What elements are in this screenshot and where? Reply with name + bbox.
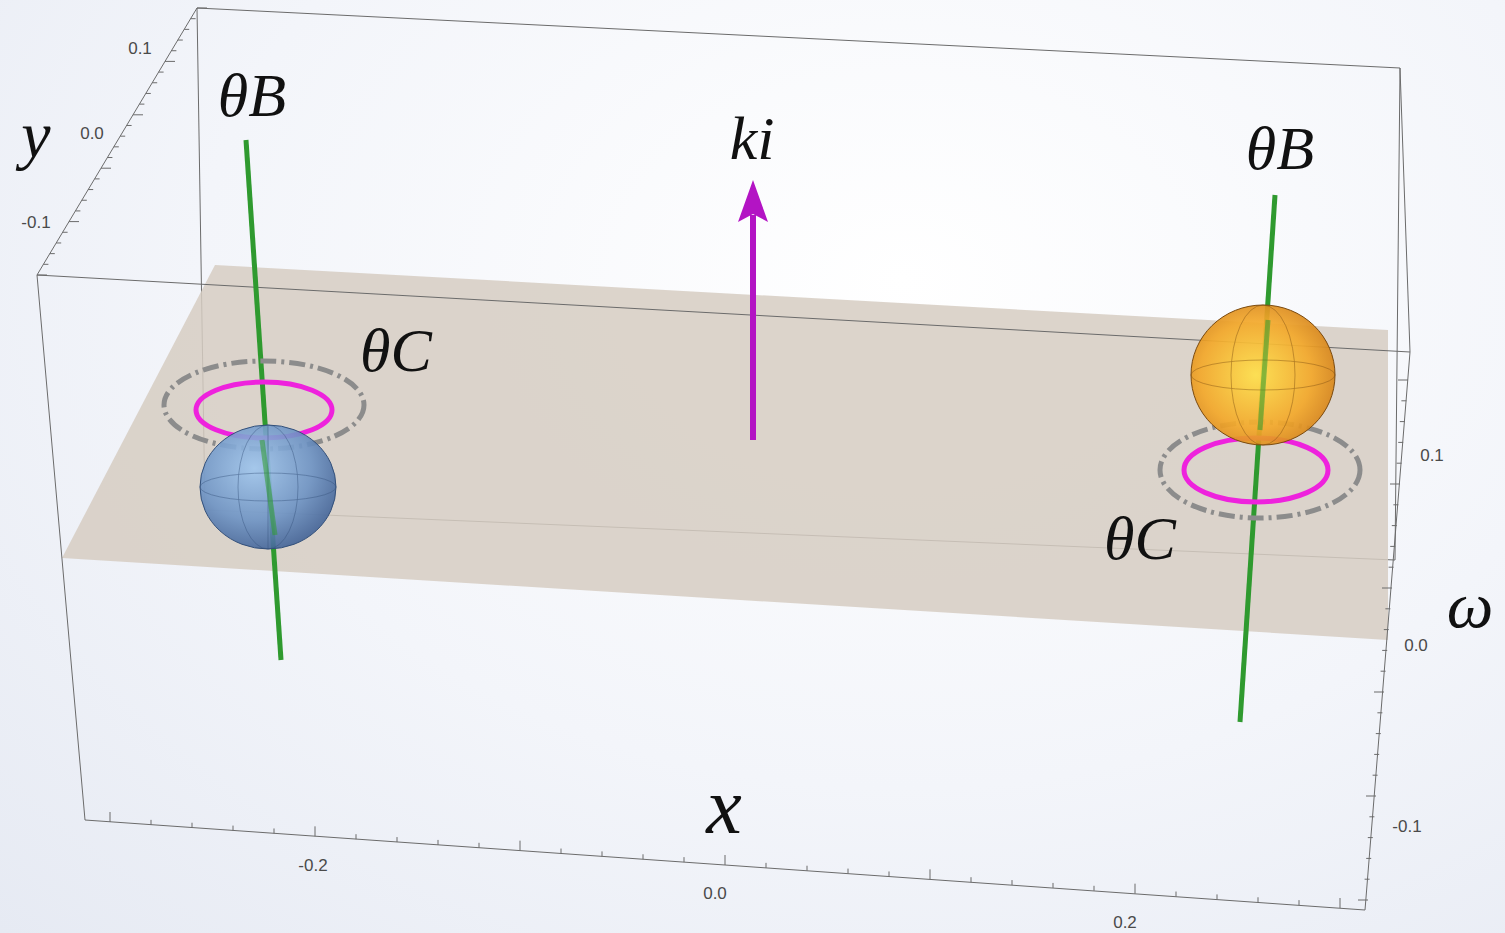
cherenkov-ring [1184,438,1328,502]
tick-label: 0.2 [1113,913,1137,930]
axis-label: y [21,102,50,168]
blue-sphere [200,425,336,549]
bragg-line-inner [262,440,275,535]
orange-sphere [1191,305,1335,445]
axis-label: ω [1447,572,1494,638]
bounding-box-front [37,68,1410,910]
arrow-head [738,180,768,222]
tick-label: 0.0 [80,125,104,142]
sphere-mesh [200,425,336,549]
wavevector-arrow [750,215,756,440]
bragg-line-inner [1260,320,1268,430]
tick-label: 0.1 [128,40,152,57]
axis-label: x [706,766,742,846]
angle-label: θB [218,64,286,126]
bragg-line [1240,195,1275,722]
sphere-mesh [1191,305,1335,445]
tick-label: 0.0 [703,885,727,902]
tick-label: 0.1 [1420,447,1444,464]
angle-label: θB [1246,117,1314,179]
tick-label: -0.2 [298,857,327,874]
omega-plane [62,265,1388,640]
tick-label: -0.1 [21,214,50,231]
axis-ticks [37,8,1408,908]
bragg-line [246,140,281,660]
wavevector-label: ki [730,107,775,169]
tick-label: -0.1 [1392,818,1421,835]
angle-label: θC [360,319,432,381]
angle-label: θC [1104,507,1176,569]
tick-label: 0.0 [1404,637,1428,654]
